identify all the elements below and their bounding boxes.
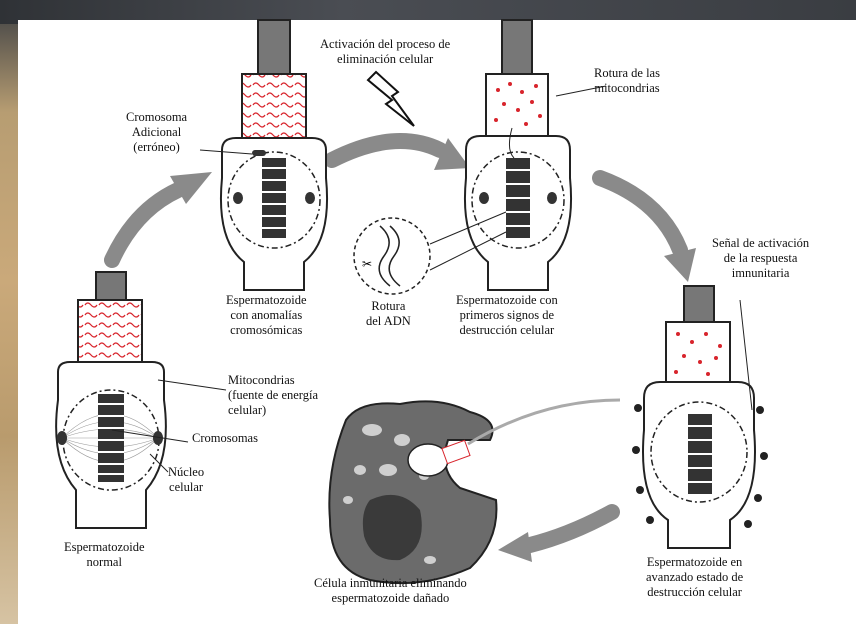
label-line: del ADN xyxy=(366,314,411,329)
label-line: primeros signos de xyxy=(456,308,558,323)
label-line: eliminación celular xyxy=(320,52,450,67)
label-line: destrucción celular xyxy=(646,585,743,600)
label-line: con anomalías xyxy=(226,308,307,323)
label-line: Espermatozoide xyxy=(226,293,307,308)
arrow-normal-to-chromo xyxy=(112,190,178,260)
label-line: avanzado estado de xyxy=(646,570,743,585)
sperm-chromosomal-anomalies xyxy=(221,20,327,290)
label-line: celular xyxy=(168,480,204,495)
label-line: espermatozoide dañado xyxy=(314,591,467,606)
label-line: Célula inmunitaria eliminando xyxy=(314,576,467,591)
lightning-icon xyxy=(368,72,414,126)
label-line: de la respuesta xyxy=(712,251,809,266)
label-line: imnunitaria xyxy=(712,266,809,281)
label-line: Núcleo xyxy=(168,465,204,480)
label-line: mitocondrias xyxy=(594,81,660,96)
label-line: Rotura de las xyxy=(594,66,660,81)
label-line: Espermatozoide en xyxy=(646,555,743,570)
label-line: Cromosoma xyxy=(126,110,187,125)
label-line: Activación del proceso de xyxy=(320,37,450,52)
label-chromosomes: Cromosomas xyxy=(192,431,258,446)
sperm-advanced-destruction xyxy=(632,286,768,548)
label-line: normal xyxy=(64,555,145,570)
label-line: Rotura xyxy=(366,299,411,314)
label-line: Espermatozoide xyxy=(64,540,145,555)
svg-text:✂: ✂ xyxy=(362,257,372,271)
label-line: Adicional xyxy=(126,125,187,140)
sperm-normal xyxy=(56,272,166,528)
label-line: Espermatozoide con xyxy=(456,293,558,308)
label-line: cromosómicas xyxy=(226,323,307,338)
arrow-chromo-to-first xyxy=(332,141,440,160)
label-line: Cromosomas xyxy=(192,431,258,446)
label-line: celular) xyxy=(228,403,318,418)
label-line: destrucción celular xyxy=(456,323,558,338)
immune-cell xyxy=(329,400,620,583)
label-line: (fuente de energía xyxy=(228,388,318,403)
sperm-first-signs xyxy=(465,20,571,290)
arrow-first-to-advanced xyxy=(600,178,680,250)
label-line: (erróneo) xyxy=(126,140,187,155)
arrow-advanced-to-immune xyxy=(530,512,612,545)
label-line: Mitocondrias xyxy=(228,373,318,388)
label-line: Señal de activación xyxy=(712,236,809,251)
